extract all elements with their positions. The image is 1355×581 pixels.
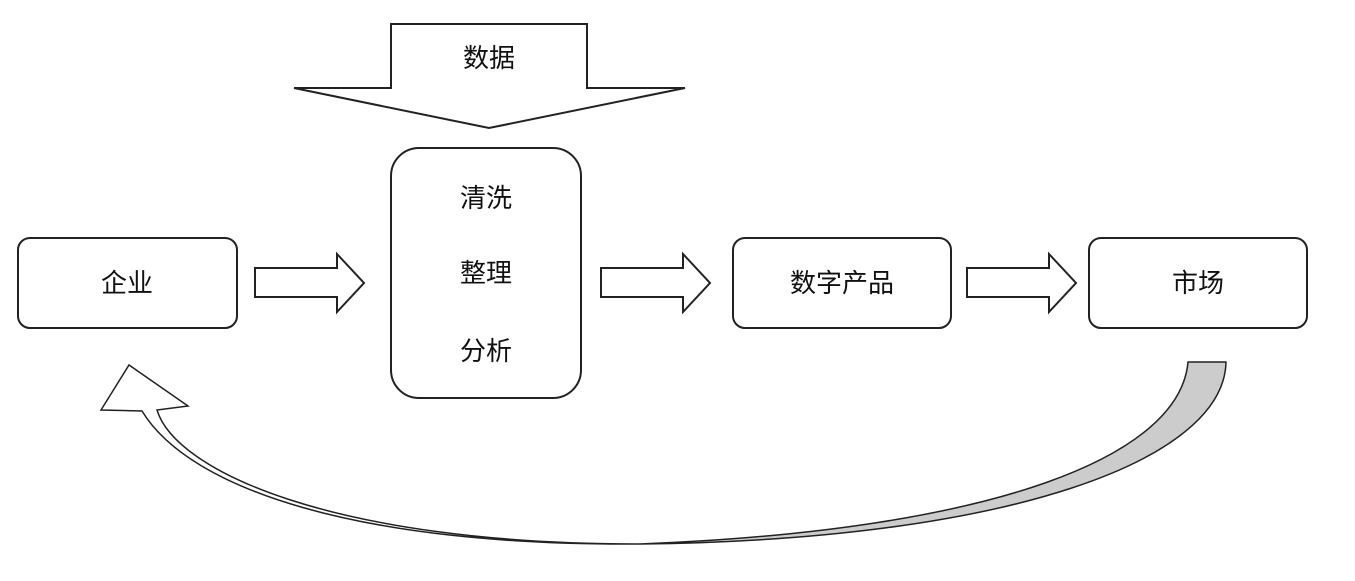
node-enterprise-box: [17, 237, 238, 329]
feedback-arrow-body: [99, 363, 641, 545]
node-digital-product-label: 数字产品: [790, 269, 894, 299]
node-digital-product: 数字产品: [732, 237, 952, 329]
flow-arrow-enterprise-to-process: [254, 251, 366, 315]
process-step-cleaning: 清洗: [460, 184, 512, 214]
data-arrow-label: 数据: [463, 44, 515, 74]
process-step-analysis: 分析: [460, 337, 512, 367]
node-market-label: 市场: [1172, 269, 1224, 299]
data-input-arrow: 数据: [293, 23, 686, 130]
feedback-arrow-tail: [639, 361, 1227, 545]
node-market-box: [1088, 237, 1308, 329]
feedback-arrow: [99, 361, 1227, 545]
node-market: 市场: [1088, 237, 1308, 329]
node-process: 清洗 整理 分析: [390, 147, 582, 399]
process-step-organizing: 整理: [460, 259, 512, 289]
node-process-box: [390, 147, 582, 399]
flow-arrow-process-to-product: [600, 251, 712, 315]
node-enterprise: 企业: [17, 237, 238, 329]
flow-arrow-product-to-market: [966, 251, 1078, 315]
data-arrow-shape: [293, 23, 686, 130]
node-digital-product-box: [732, 237, 952, 329]
node-enterprise-label: 企业: [101, 269, 153, 299]
